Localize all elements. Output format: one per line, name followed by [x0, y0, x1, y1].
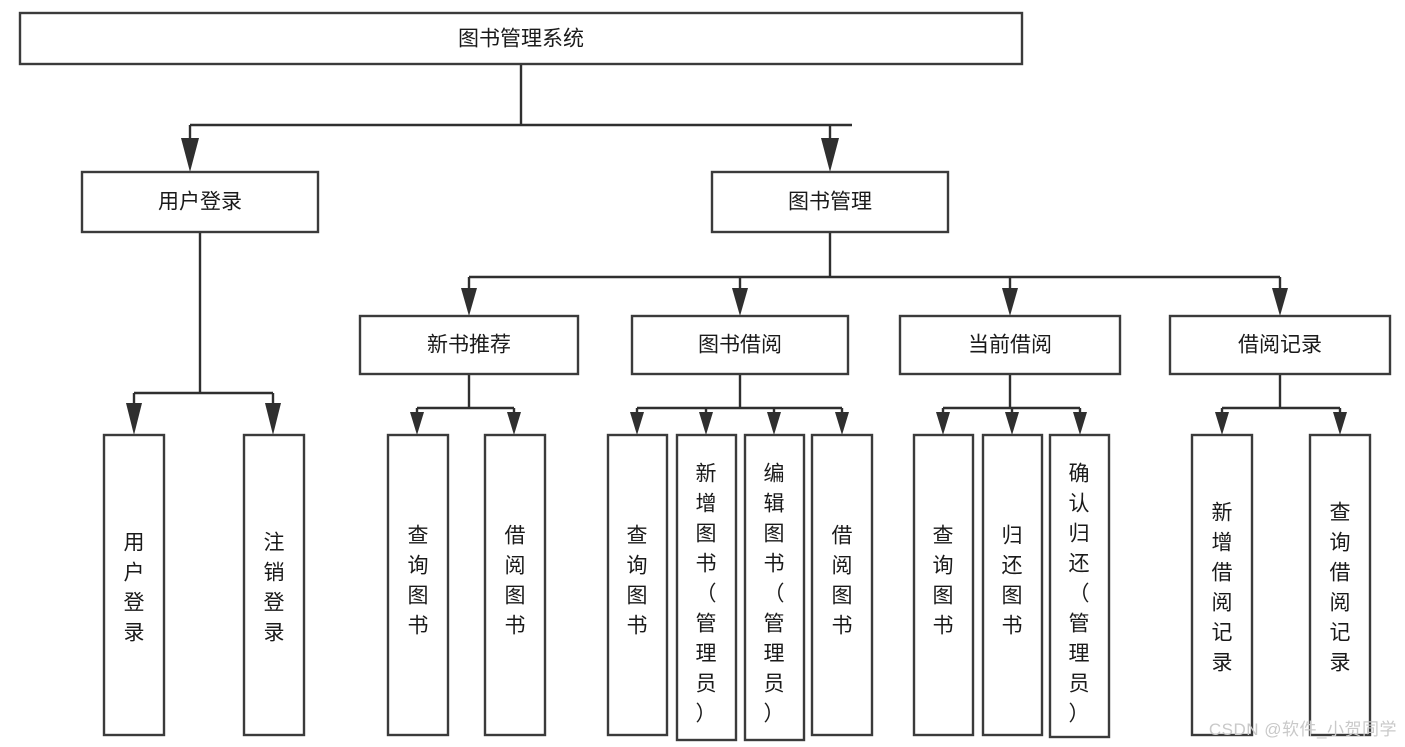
connector-bookmgmt-to-level3 — [461, 232, 1288, 316]
node-leaf-edit-book[interactable]: 编辑图书（管理员） — [743, 433, 806, 742]
arrow-head-add-record — [1215, 412, 1229, 435]
arrow-head-bookmgmt — [821, 138, 839, 172]
node-leaf-edit-book-label: 编辑图书（管理员） — [764, 463, 785, 726]
node-records[interactable]: 借阅记录 — [1168, 314, 1392, 376]
node-current-label: 当前借阅 — [968, 334, 1052, 357]
node-leaf-query-book-2[interactable]: 查询图书 — [606, 433, 669, 737]
arrow-head-return-book — [1005, 412, 1019, 435]
node-bookmgmt[interactable]: 图书管理 — [710, 170, 950, 234]
watermark-label: CSDN @软件_小贺同学 — [1208, 720, 1397, 739]
node-leaf-query-book-3-label: 查询图书 — [933, 525, 954, 638]
node-leaf-borrow-book-1-box[interactable] — [483, 433, 547, 737]
arrow-head-query-book-3 — [936, 412, 950, 435]
node-leaf-query-book-3-box[interactable] — [912, 433, 975, 737]
node-leaf-add-book-box[interactable] — [675, 433, 738, 742]
connector-records-to-leaves — [1215, 374, 1347, 435]
node-leaf-query-record[interactable]: 查询借阅记录 — [1308, 433, 1372, 737]
node-login[interactable]: 用户登录 — [80, 170, 320, 234]
node-current-box[interactable] — [898, 314, 1122, 376]
arrow-head-query-book-2 — [630, 412, 644, 435]
arrow-head-user-login — [126, 403, 142, 435]
node-bookmgmt-label: 图书管理 — [788, 191, 872, 214]
node-leaf-query-book-1[interactable]: 查询图书 — [386, 433, 450, 737]
node-leaf-user-login[interactable]: 用户登录 — [102, 433, 166, 737]
arrow-head-user-logout — [265, 403, 281, 435]
node-leaf-return-book[interactable]: 归还图书 — [981, 433, 1044, 737]
arrow-head-borrow — [732, 288, 748, 316]
node-records-label: 借阅记录 — [1238, 334, 1322, 357]
arrow-head-query-book-1 — [410, 412, 424, 435]
connector-login-to-leaves — [126, 232, 281, 435]
arrow-head-records — [1272, 288, 1288, 316]
arrow-head-query-record — [1333, 412, 1347, 435]
arrow-head-confirm-return — [1073, 412, 1087, 435]
node-leaf-add-record-box[interactable] — [1190, 433, 1254, 737]
node-leaf-return-book-box[interactable] — [981, 433, 1044, 737]
node-borrow-box[interactable] — [630, 314, 850, 376]
node-newbook[interactable]: 新书推荐 — [358, 314, 580, 376]
arrow-head-edit-book — [767, 412, 781, 435]
connector-current-to-leaves — [936, 374, 1087, 435]
node-leaf-query-book-1-box[interactable] — [386, 433, 450, 737]
arrow-head-borrow-book-1 — [507, 412, 521, 435]
node-leaf-add-record[interactable]: 新增借阅记录 — [1190, 433, 1254, 737]
node-leaf-borrow-book-2-box[interactable] — [810, 433, 874, 737]
node-newbook-label: 新书推荐 — [427, 334, 511, 357]
node-leaf-add-book[interactable]: 新增图书（管理员） — [675, 433, 738, 742]
connector-newbook-to-leaves — [410, 374, 521, 435]
node-leaf-user-logout-label: 注销登录 — [264, 532, 285, 645]
node-root[interactable]: 图书管理系统 — [18, 11, 1024, 66]
arrow-head-borrow-book-2 — [835, 412, 849, 435]
node-records-box[interactable] — [1168, 314, 1392, 376]
connector-layer — [126, 64, 1347, 435]
connector-borrow-to-leaves — [630, 374, 849, 435]
node-leaf-return-book-label: 归还图书 — [1002, 525, 1023, 638]
node-newbook-box[interactable] — [358, 314, 580, 376]
node-leaf-query-record-label: 查询借阅记录 — [1330, 502, 1351, 675]
node-leaf-borrow-book-2[interactable]: 借阅图书 — [810, 433, 874, 737]
node-root-label: 图书管理系统 — [458, 28, 584, 51]
node-leaf-confirm-return-label: 确认归还（管理员） — [1069, 463, 1090, 726]
connector-root-to-level2 — [181, 64, 852, 172]
node-bookmgmt-box[interactable] — [710, 170, 950, 234]
arrow-head-newbook — [461, 288, 477, 316]
node-leaf-confirm-return-box[interactable] — [1048, 433, 1111, 739]
node-leaf-borrow-book-1[interactable]: 借阅图书 — [483, 433, 547, 737]
node-leaf-query-book-2-box[interactable] — [606, 433, 669, 737]
node-leaf-user-login-box[interactable] — [102, 433, 166, 737]
node-leaf-query-book-1-label: 查询图书 — [408, 525, 429, 638]
node-leaf-add-record-label: 新增借阅记录 — [1212, 502, 1233, 675]
node-leaf-borrow-book-1-label: 借阅图书 — [505, 525, 526, 638]
node-leaf-edit-book-box[interactable] — [743, 433, 806, 742]
node-current[interactable]: 当前借阅 — [898, 314, 1122, 376]
node-leaf-user-logout[interactable]: 注销登录 — [242, 433, 306, 737]
node-borrow[interactable]: 图书借阅 — [630, 314, 850, 376]
arrow-head-current — [1002, 288, 1018, 316]
node-leaf-user-logout-box[interactable] — [242, 433, 306, 737]
node-leaf-query-book-3[interactable]: 查询图书 — [912, 433, 975, 737]
arrow-head-add-book — [699, 412, 713, 435]
node-leaf-query-book-2-label: 查询图书 — [627, 525, 648, 638]
node-leaf-query-record-box[interactable] — [1308, 433, 1372, 737]
node-leaf-add-book-label: 新增图书（管理员） — [696, 463, 717, 726]
arrow-head-login — [181, 138, 199, 172]
node-borrow-label: 图书借阅 — [698, 334, 782, 357]
node-login-box[interactable] — [80, 170, 320, 234]
node-root-box[interactable] — [18, 11, 1024, 66]
node-leaf-borrow-book-2-label: 借阅图书 — [832, 525, 853, 638]
node-leaf-confirm-return[interactable]: 确认归还（管理员） — [1048, 433, 1111, 739]
node-leaf-user-login-label: 用户登录 — [124, 532, 145, 645]
node-login-label: 用户登录 — [158, 191, 242, 214]
